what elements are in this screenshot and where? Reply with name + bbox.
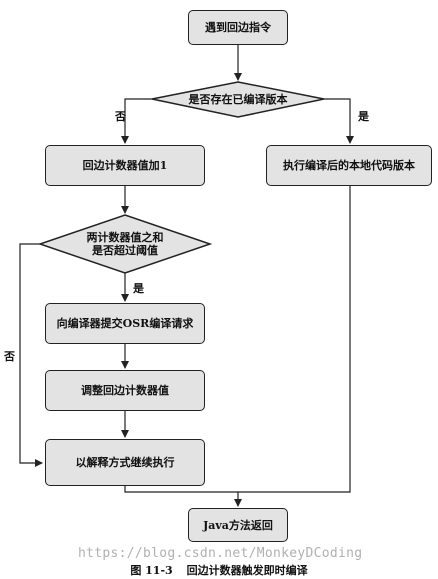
figure-caption: 图 11-3 回边计数器触发即时编译 (0, 562, 438, 578)
check-threshold-text: 两计数器值之和 是否超过阈值 (70, 230, 180, 258)
check-threshold-line1: 两计数器值之和 (86, 231, 164, 244)
diamond-check-threshold (37, 214, 213, 274)
native-box: 执行编译后的本地代码版本 (266, 145, 432, 186)
label-threshold-no: 否 (4, 350, 15, 363)
label-compiled-yes: 是 (358, 110, 369, 123)
caption-number: 图 11-3 (130, 564, 173, 577)
watermark: https://blog.csdn.net/MonkeyDCoding (78, 546, 363, 561)
label-threshold-yes: 是 (133, 282, 144, 295)
adjust-box: 调整回边计数器值 (45, 370, 205, 411)
diamond-check-compiled (151, 81, 325, 118)
caption-text: 回边计数器触发即时编译 (186, 564, 308, 577)
check-compiled-text: 是否存在已编译版本 (188, 92, 288, 106)
arrow-interpret-to-return (124, 486, 242, 507)
return-box: Java方法返回 (188, 508, 288, 542)
check-threshold-line2: 是否超过阈值 (92, 244, 158, 257)
arrow-native-to-return (238, 186, 351, 493)
label-compiled-no: 否 (115, 110, 126, 123)
submit-osr-box: 向编译器提交OSR编译请求 (45, 303, 205, 344)
arrow-compiled-no (121, 98, 152, 144)
increment-box: 回边计数器值加1 (45, 145, 205, 186)
arrow-compiled-yes (324, 98, 354, 144)
interpret-box: 以解释方式继续执行 (45, 439, 205, 486)
arrow-threshold-no (19, 243, 43, 467)
start-box: 遇到回边指令 (188, 10, 288, 45)
